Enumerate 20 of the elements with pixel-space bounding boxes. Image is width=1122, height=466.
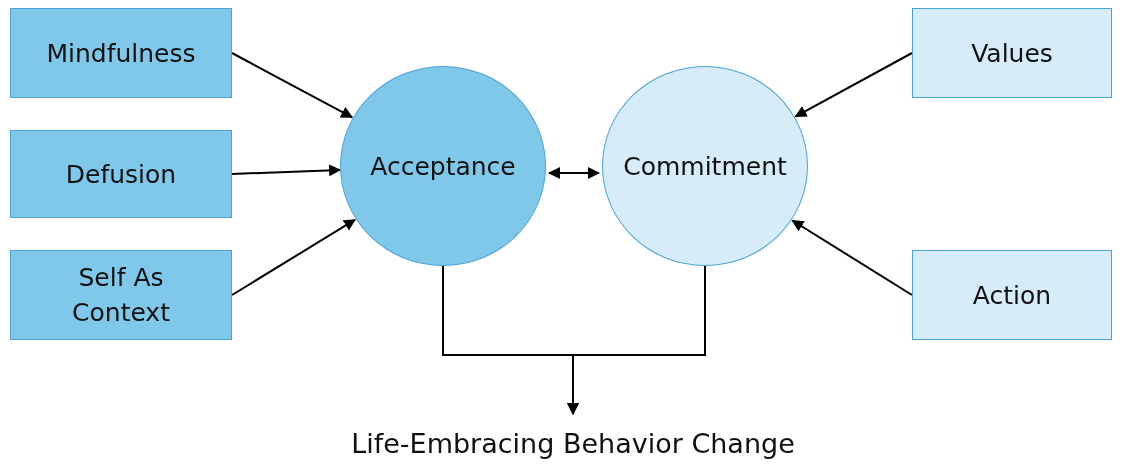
concept-box — [10, 130, 232, 218]
node-label: Self As Context — [71, 262, 171, 329]
concept-box — [10, 8, 232, 98]
arrow — [231, 218, 357, 296]
node-label: Acceptance — [370, 150, 516, 183]
node-label: Mindfulness — [46, 37, 196, 70]
arrow — [231, 164, 342, 177]
node-label: Values — [971, 37, 1053, 70]
node-label: Defusion — [65, 158, 177, 191]
node-label: Commitment — [623, 150, 787, 183]
concept-box — [10, 250, 232, 340]
node-label: Action — [972, 279, 1052, 312]
arrow — [231, 52, 354, 119]
arrow — [548, 167, 600, 179]
outcome-label: Life-Embracing Behavior Change — [290, 424, 856, 464]
arrow — [794, 52, 913, 118]
concept-box — [912, 8, 1112, 98]
arrow — [791, 219, 913, 296]
concept-box — [912, 250, 1112, 340]
arrow — [567, 265, 706, 415]
